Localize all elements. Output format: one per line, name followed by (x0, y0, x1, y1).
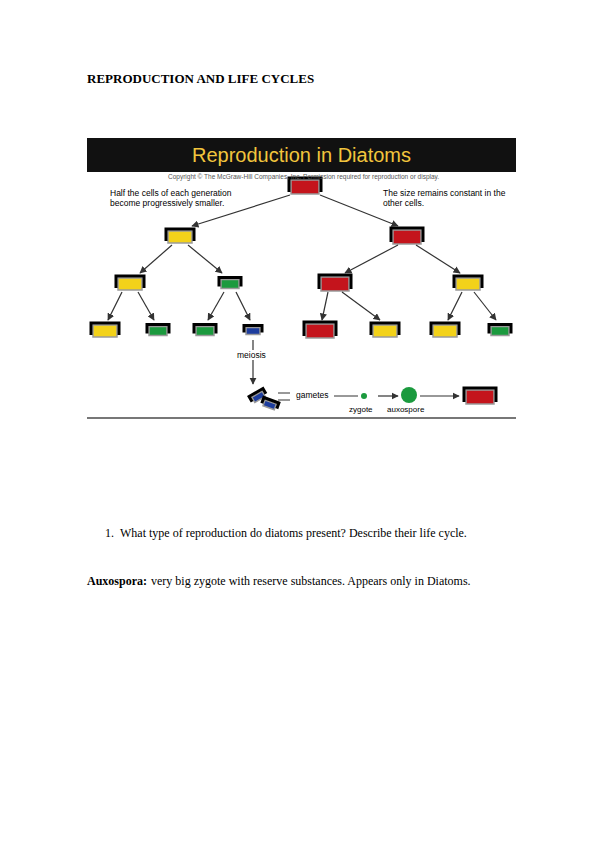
generation-arrow (252, 340, 253, 384)
diatom-cell (454, 276, 482, 290)
gamete-line (334, 396, 358, 397)
generation-arrow (416, 245, 460, 273)
gamete-line (278, 393, 290, 394)
generation-arrow (236, 292, 250, 320)
stage-label: auxospore (387, 405, 424, 415)
question-text: What type of reproduction do diatoms pre… (120, 526, 467, 540)
generation-arrow (420, 395, 459, 396)
diatom-cell (261, 398, 279, 411)
stage-label: zygote (349, 405, 373, 415)
diatom-cell (91, 323, 119, 337)
diatom-cell (219, 278, 241, 289)
diatom-cell (116, 276, 144, 290)
diatom-cell (166, 229, 194, 243)
diatom-cell (431, 323, 459, 337)
figure-ground (87, 138, 516, 418)
term: Auxospora: (87, 574, 147, 588)
figure-heading: Reproduction in Diatoms (186, 140, 417, 171)
figure-rule (87, 417, 516, 419)
diatom-cell (319, 275, 351, 291)
diatom-cell (391, 228, 423, 244)
stage-label: meiosis (237, 350, 266, 360)
generation-arrow (378, 395, 398, 396)
diatom-cell (489, 325, 511, 336)
figure-note: The size remains constant in the other c… (383, 188, 508, 208)
diatom-cell (371, 323, 399, 337)
page-title: REPRODUCTION AND LIFE CYCLES (87, 71, 314, 87)
diatom-cell (147, 325, 169, 336)
definition: very big zygote with reserve substances.… (151, 574, 471, 588)
generation-arrow (188, 245, 222, 273)
figure-note: Half the cells of each generation become… (110, 188, 240, 208)
title-band: Reproduction in Diatoms (87, 138, 516, 172)
generation-arrow (322, 292, 328, 320)
generation-arrow (345, 245, 398, 273)
stage-label: gametes (296, 390, 329, 400)
generation-arrow (108, 292, 122, 320)
diatom-cell (194, 325, 216, 336)
zygote-dot (361, 393, 367, 399)
gamete-line (278, 400, 290, 401)
generation-arrow (342, 292, 380, 320)
diatom-cell (244, 326, 262, 335)
generation-arrow (140, 245, 172, 273)
generation-arrow (448, 292, 462, 320)
question-number: 1. (105, 526, 114, 540)
diatom-cell (464, 388, 496, 404)
copyright-note: Copyright © The McGraw-Hill Companies, I… (168, 173, 439, 181)
generation-arrow (138, 292, 154, 320)
generation-arrow (474, 292, 496, 320)
diatom-cell (289, 178, 321, 194)
generation-arrow (208, 292, 224, 320)
diatom-cell (304, 322, 336, 338)
auxospore-circle (401, 387, 417, 403)
